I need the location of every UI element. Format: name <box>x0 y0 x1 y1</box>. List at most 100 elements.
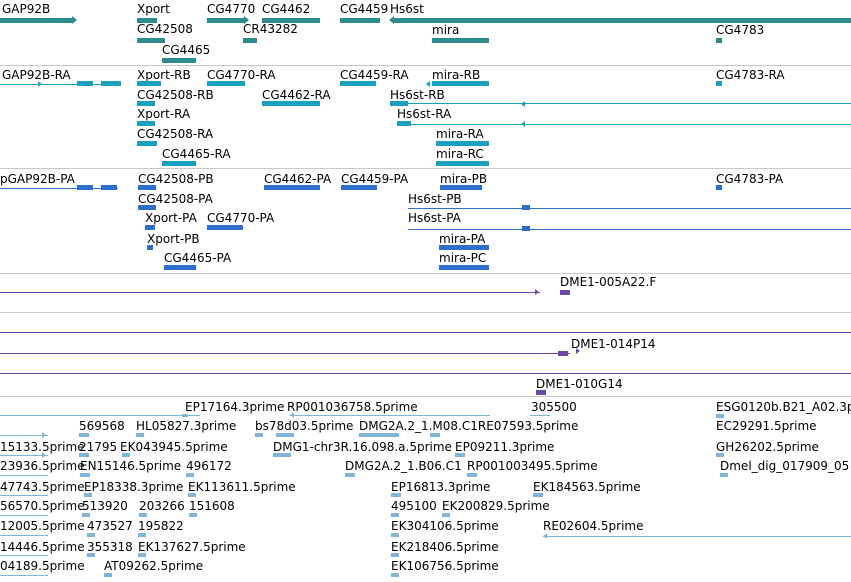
genes-label[interactable]: Xport <box>137 2 170 16</box>
ests-label[interactable]: EK184563.5prime <box>533 480 641 494</box>
protein-exon[interactable] <box>145 225 155 230</box>
bac-end[interactable] <box>560 290 570 295</box>
proteins-label[interactable]: CG4459-PA <box>341 172 409 186</box>
protein-exon[interactable] <box>207 225 243 230</box>
bacs-label[interactable]: DME1-014P14 <box>571 337 656 351</box>
ests-label[interactable]: EK113611.5prime <box>188 480 296 494</box>
ests-label[interactable]: 47743.5prime <box>0 480 85 494</box>
ests-label[interactable]: EN15146.5prime <box>80 459 182 473</box>
genes-label[interactable]: GAP92B <box>2 2 51 16</box>
protein-exon[interactable] <box>138 205 156 210</box>
ests-label[interactable]: DMG2A.2_1.M08.C1RE07593.5prime <box>359 419 579 433</box>
proteins-label[interactable]: Hs6st-PB <box>408 192 462 206</box>
mrna-exon[interactable] <box>77 81 93 86</box>
proteins-label[interactable]: mira-PC <box>439 251 487 265</box>
est-feature[interactable] <box>276 433 294 437</box>
est-feature[interactable] <box>138 533 146 537</box>
est-feature[interactable] <box>84 493 92 497</box>
ests-label[interactable]: 12005.5prime <box>0 519 85 533</box>
ests-label[interactable]: 473527 <box>87 519 133 533</box>
est-feature[interactable] <box>80 473 90 477</box>
mrna-exon[interactable] <box>262 101 320 106</box>
genes-label[interactable]: CG4459 <box>340 2 389 16</box>
est-feature[interactable] <box>186 473 194 477</box>
mrnas-label[interactable]: CG42508-RB <box>137 88 214 102</box>
est-feature[interactable] <box>391 533 399 537</box>
mrna-exon[interactable] <box>432 81 489 86</box>
gene-feature[interactable] <box>340 18 380 23</box>
proteins-label[interactable]: CG4462-PA <box>264 172 332 186</box>
ests-label[interactable]: EK043945.5prime <box>120 440 228 454</box>
gene-feature[interactable] <box>0 18 72 23</box>
mrna-exon[interactable] <box>397 121 411 126</box>
ests-label[interactable]: EK218406.5prime <box>391 540 499 554</box>
est-feature[interactable] <box>391 513 399 517</box>
protein-exon[interactable] <box>147 245 153 250</box>
est-feature[interactable] <box>533 493 543 497</box>
gene-feature[interactable] <box>716 38 722 43</box>
mrnas-label[interactable]: Xport-RA <box>137 107 191 121</box>
mrna-exon[interactable] <box>436 161 489 166</box>
mrnas-label[interactable]: GAP92B-RA <box>2 68 71 82</box>
ests-label[interactable]: 21795 <box>79 440 118 454</box>
mrna-exon[interactable] <box>436 141 489 146</box>
proteins-label[interactable]: CG42508-PA <box>138 192 213 206</box>
est-feature[interactable] <box>345 473 355 477</box>
proteins-label[interactable]: CG4770-PA <box>207 211 275 225</box>
gene-feature[interactable] <box>137 18 157 23</box>
est-feature[interactable] <box>182 414 188 417</box>
ests-label[interactable]: Dmel_dig_017909_05 <box>720 459 850 473</box>
est-feature[interactable] <box>189 513 197 517</box>
genes-label[interactable]: mira <box>432 23 460 37</box>
proteins-label[interactable]: Hs6st-PA <box>408 211 461 225</box>
protein-exon[interactable] <box>77 185 93 190</box>
gene-feature[interactable] <box>432 38 489 43</box>
est-feature[interactable] <box>122 453 130 457</box>
ests-label[interactable]: 355318 <box>87 540 133 554</box>
ests-label[interactable]: EC29291.5prime <box>716 419 817 433</box>
gene-feature[interactable] <box>137 38 165 43</box>
genes-label[interactable]: CG4783 <box>716 23 765 37</box>
ests-label[interactable]: ESG0120b.B21_A02.3p <box>716 400 851 414</box>
ests-label[interactable]: EK200829.5prime <box>442 499 550 513</box>
ests-label[interactable]: 04189.5prime <box>0 559 85 573</box>
genes-label[interactable]: CG4465 <box>162 43 211 57</box>
mrna-exon[interactable] <box>137 81 161 86</box>
proteins-label[interactable]: CG4783-PA <box>716 172 784 186</box>
protein-exon[interactable] <box>264 185 320 190</box>
gene-feature[interactable] <box>207 18 245 23</box>
ests-label[interactable]: RP001036758.5prime <box>287 400 418 414</box>
bac-end[interactable] <box>536 390 546 395</box>
protein-exon[interactable] <box>522 226 530 231</box>
ests-label[interactable]: 305500 <box>531 400 577 414</box>
mrnas-label[interactable]: CG4770-RA <box>207 68 276 82</box>
protein-exon[interactable] <box>341 185 377 190</box>
est-feature[interactable] <box>82 513 90 517</box>
proteins-label[interactable]: CG4465-PA <box>164 251 232 265</box>
ests-label[interactable]: DMG1-chr3R.16.098.a.5prime <box>273 440 452 454</box>
est-feature[interactable] <box>720 473 728 477</box>
ests-label[interactable]: 15133.5prime <box>0 440 85 454</box>
mrna-exon[interactable] <box>716 81 722 86</box>
gene-feature[interactable] <box>162 58 196 63</box>
ests-label[interactable]: 203266 <box>139 499 185 513</box>
est-feature[interactable] <box>467 473 477 477</box>
genes-label[interactable]: Hs6st <box>390 2 424 16</box>
ests-label[interactable]: EK137627.5prime <box>138 540 246 554</box>
ests-label[interactable]: EP17164.3prime <box>185 400 285 414</box>
est-feature[interactable] <box>391 573 399 577</box>
ests-label[interactable]: 23936.5prime <box>0 459 85 473</box>
est-feature[interactable] <box>138 553 146 557</box>
est-feature[interactable] <box>455 453 465 457</box>
est-feature[interactable] <box>139 513 147 517</box>
mrnas-label[interactable]: CG42508-RA <box>137 127 214 141</box>
est-feature[interactable] <box>273 453 291 457</box>
proteins-label[interactable]: Xport-PA <box>145 211 197 225</box>
mrna-exon[interactable] <box>207 81 245 86</box>
mrna-exon[interactable] <box>101 81 121 86</box>
est-feature[interactable] <box>79 453 89 457</box>
mrnas-label[interactable]: CG4783-RA <box>716 68 785 82</box>
est-feature[interactable] <box>87 533 95 537</box>
protein-exon[interactable] <box>439 245 489 250</box>
ests-label[interactable]: 513920 <box>82 499 128 513</box>
